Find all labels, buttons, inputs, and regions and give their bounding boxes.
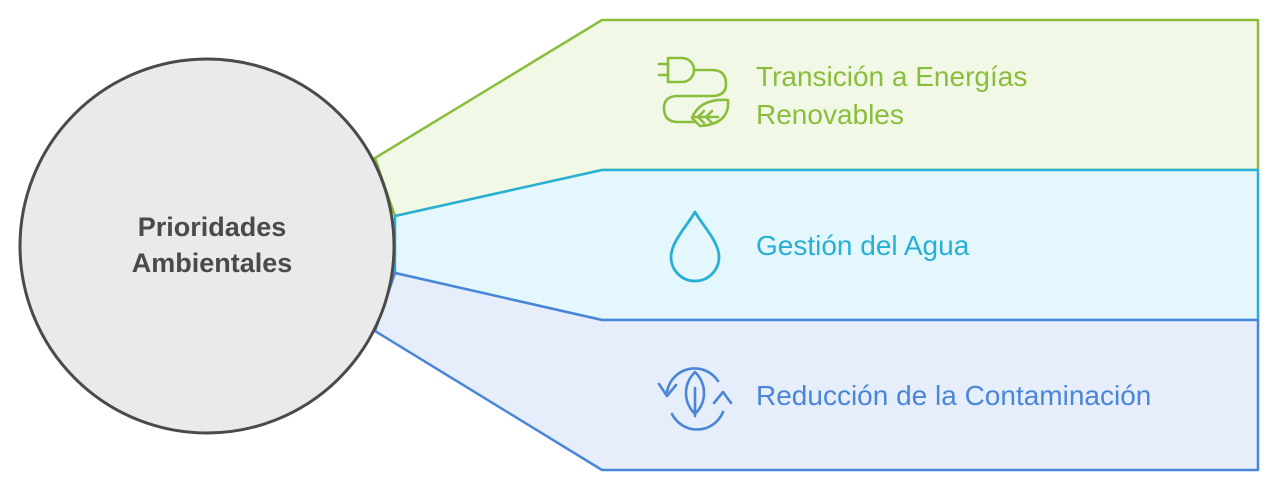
hub-circle: [18, 57, 396, 435]
hub-label: Prioridades Ambientales: [22, 150, 402, 340]
water-drop-icon: [669, 210, 721, 283]
branch-label-renewable-line-1: Transición a Energías: [756, 61, 1028, 92]
hub-label-line-2: Ambientales: [131, 248, 293, 278]
branch-label-water-management: Gestión del Agua: [756, 230, 970, 261]
branch-label-pollution-reduction: Reducción de la Contaminación: [756, 380, 1152, 411]
hub-label-line-1: Prioridades: [137, 212, 287, 242]
branch-label-renewable-energy: Transición a Energías Renovables: [756, 58, 1027, 134]
plug-leaf-icon: [657, 56, 730, 128]
branch-label-renewable-line-2: Renovables: [756, 99, 904, 130]
recycle-leaf-icon: [657, 367, 733, 431]
